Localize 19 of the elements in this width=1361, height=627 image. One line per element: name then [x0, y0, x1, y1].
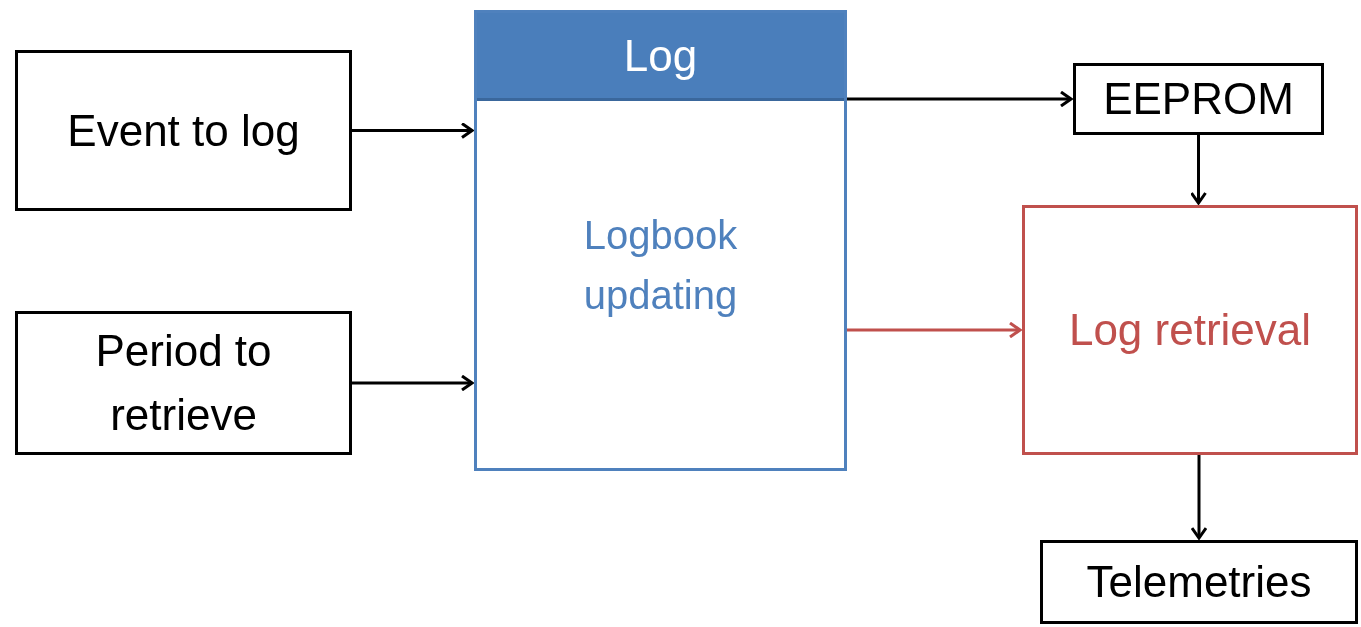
arrow — [847, 321, 1022, 339]
process-box — [1022, 205, 1358, 455]
box-text: Period to retrieve — [94, 325, 273, 441]
box-text: Telemetries — [1085, 556, 1313, 609]
arrow — [1190, 455, 1208, 540]
box-text: Log retrieval — [1067, 304, 1313, 357]
process-box — [15, 50, 352, 211]
box-text: Event to log — [66, 104, 301, 157]
arrow — [847, 90, 1073, 108]
process-box — [474, 10, 847, 471]
arrow — [1190, 135, 1207, 205]
box-text: EEPROM — [1102, 73, 1295, 126]
arrow — [352, 374, 474, 392]
process-box — [1073, 63, 1324, 135]
box-header: Log — [477, 13, 844, 101]
arrow — [352, 122, 474, 139]
process-box — [1040, 540, 1358, 624]
process-box — [15, 311, 352, 455]
box-text: Logbook updating — [582, 211, 739, 319]
